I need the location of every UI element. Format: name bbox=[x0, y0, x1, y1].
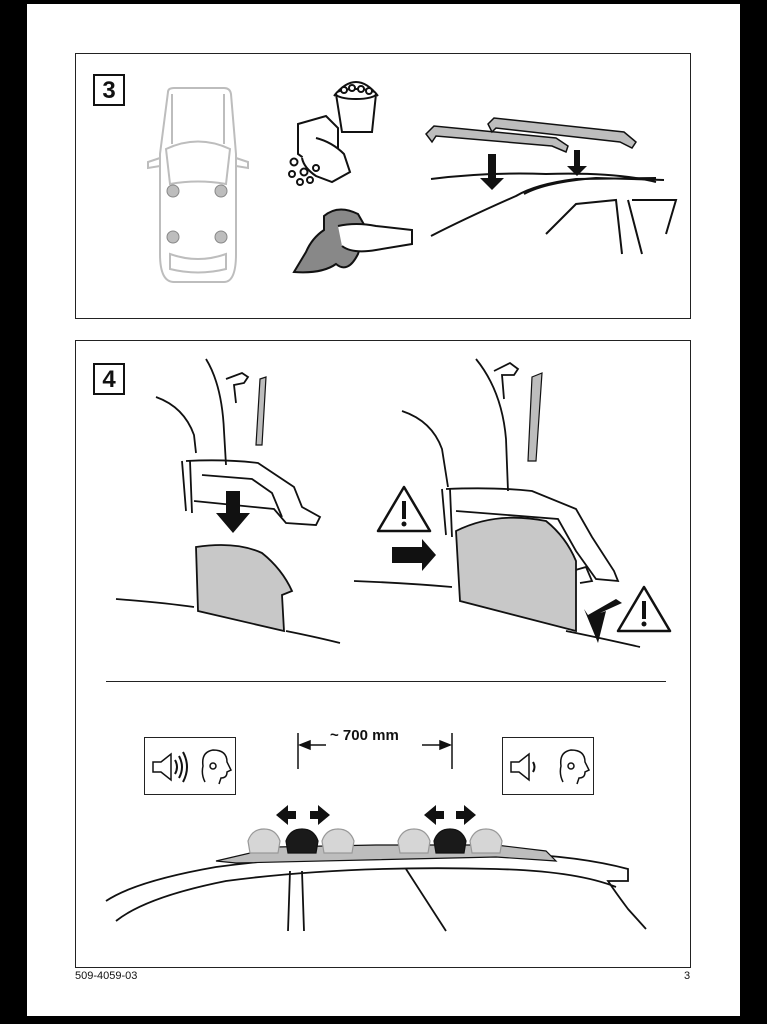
car-side-feet-illustration bbox=[76, 341, 692, 969]
step-3-panel: 3 bbox=[75, 53, 691, 319]
page-number: 3 bbox=[684, 970, 690, 982]
instruction-page: 3 bbox=[27, 4, 740, 1016]
document-number: 509-4059-03 bbox=[75, 970, 137, 982]
roof-bars-lowering-icon bbox=[76, 54, 692, 320]
step-4-panel: 4 bbox=[75, 340, 691, 968]
